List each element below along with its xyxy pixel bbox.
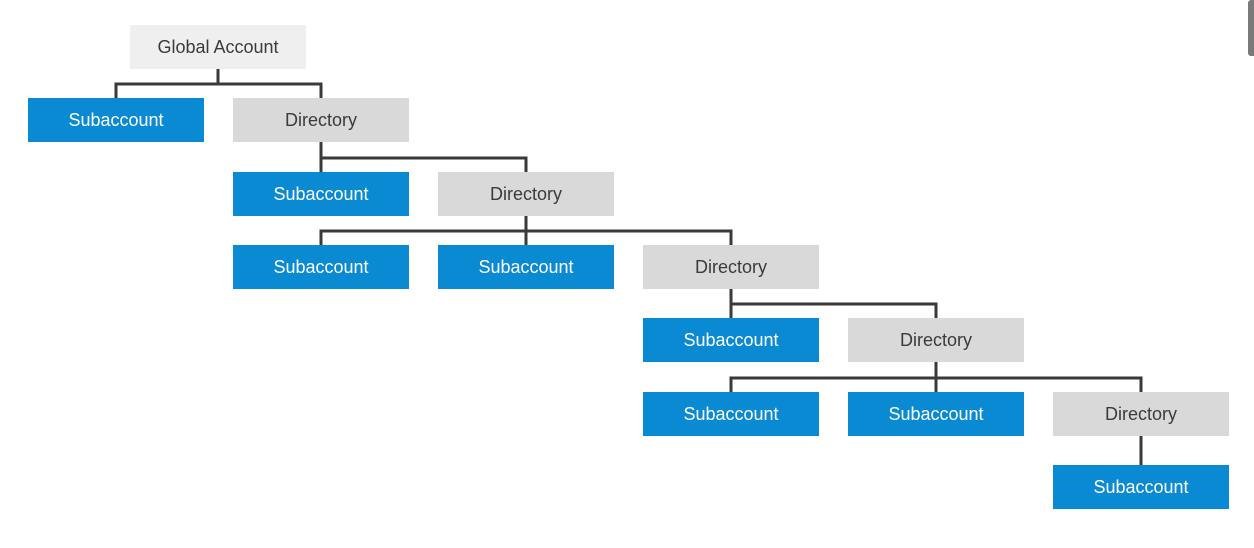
node-directory: Directory bbox=[848, 318, 1024, 362]
node-directory: Directory bbox=[1053, 392, 1229, 436]
node-subaccount: Subaccount bbox=[233, 245, 409, 289]
node-subaccount: Subaccount bbox=[848, 392, 1024, 436]
node-subaccount: Subaccount bbox=[28, 98, 204, 142]
node-subaccount: Subaccount bbox=[1053, 465, 1229, 509]
scrollbar-thumb[interactable] bbox=[1248, 0, 1254, 56]
node-subaccount: Subaccount bbox=[643, 392, 819, 436]
node-subaccount: Subaccount bbox=[233, 172, 409, 216]
node-subaccount: Subaccount bbox=[643, 318, 819, 362]
node-global-account: Global Account bbox=[130, 25, 306, 69]
node-directory: Directory bbox=[438, 172, 614, 216]
node-directory: Directory bbox=[233, 98, 409, 142]
node-directory: Directory bbox=[643, 245, 819, 289]
node-subaccount: Subaccount bbox=[438, 245, 614, 289]
